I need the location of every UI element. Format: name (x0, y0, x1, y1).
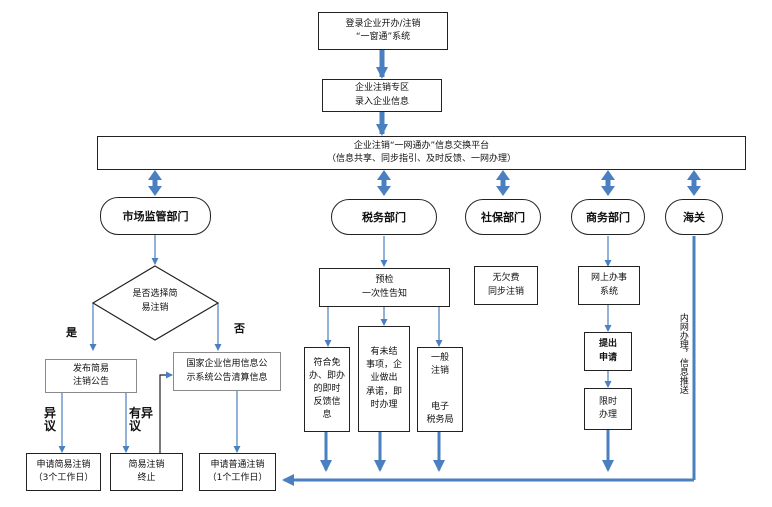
label-yes: 是 (66, 326, 77, 339)
commerce-apply-box: 提出 申请 (584, 332, 632, 371)
tax-general-text: 一般 注销 (430, 353, 449, 377)
tax-general-box: 一般 注销 电子 税务局 (417, 347, 463, 432)
precheck-box: 预检 一次性告知 (319, 268, 450, 307)
commerce-dept: 商务部门 (571, 199, 645, 235)
tax-bureau-text: 电子 税务局 (426, 401, 454, 425)
arrow-simple-end-to-gsxt (159, 371, 173, 460)
commerce-limit-box: 限时 办理 (584, 388, 632, 430)
market-dept: 市场监管部门 (100, 197, 211, 235)
tax-exempt-box: 符合免 办、即办 的即时 反馈信 息 (304, 347, 350, 432)
dual-arrow-tax (377, 170, 391, 196)
label-objection: 异 议 (44, 406, 57, 433)
customs-push-text: 内网办理，信息推送 (677, 313, 688, 394)
platform-title: 企业注销“一网通办”信息交换平台 (353, 140, 490, 151)
social-sync-box: 无欠费 同步注销 (474, 266, 538, 305)
apply-general-box: 申请普通注销 （1个工作日） (199, 453, 276, 491)
platform-box: 企业注销“一网通办”信息交换平台 （信息共享、同步指引、及时反馈、一网办理） (97, 136, 746, 170)
cancellation-zone-box: 企业注销专区 录入企业信息 (322, 79, 442, 112)
publish-notice-box: 发布简易 注销公告 (45, 359, 137, 393)
apply-simple-box: 申请简易注销 （3个工作日） (26, 453, 101, 491)
simple-end-box: 简易注销 终止 (110, 453, 183, 491)
tax-dept: 税务部门 (331, 199, 437, 235)
decision-text: 是否选择简 易注销 (132, 289, 178, 313)
commerce-online-box: 网上办事 系统 (578, 266, 640, 305)
gsxt-box: 国家企业信用信息公 示系统公告清算信息 (173, 352, 281, 391)
tax-pending-box: 有未结 事项，企 业做出 承诺，即 时办理 (358, 326, 410, 432)
dual-arrow-social (496, 170, 510, 196)
social-dept: 社保部门 (465, 199, 541, 235)
dual-arrow-customs (687, 170, 701, 196)
dual-arrow-commerce (601, 170, 615, 196)
login-box: 登录企业开办/注销 “一窗通”系统 (318, 12, 448, 50)
platform-subtitle: （信息共享、同步指引、及时反馈、一网办理） (326, 154, 516, 164)
label-no: 否 (234, 322, 245, 335)
customs-dept: 海关 (665, 199, 723, 235)
label-has-objection: 有异 议 (129, 406, 154, 433)
dual-arrow-market (148, 170, 162, 196)
